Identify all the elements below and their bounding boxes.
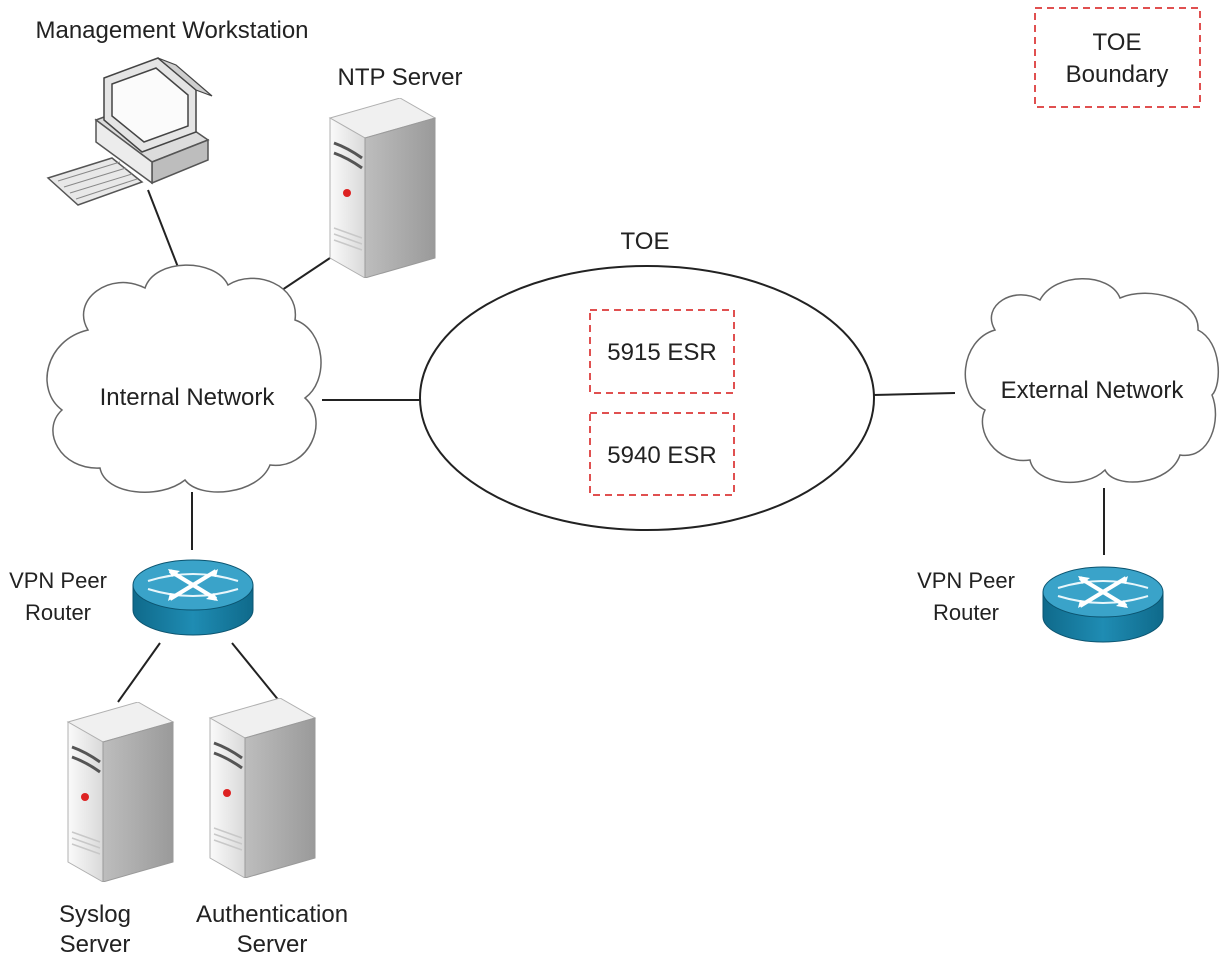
- vpn-left-label-line1: VPN Peer: [9, 568, 107, 593]
- link-vpnleft-syslog: [117, 642, 161, 703]
- legend-boundary-box: [1034, 7, 1201, 108]
- legend-line2: Boundary: [1066, 61, 1169, 88]
- toe-label: TOE: [621, 228, 670, 255]
- esr-5940-boundary: [589, 412, 735, 496]
- syslog-server-icon: [68, 702, 173, 882]
- computer-workstation-icon: [46, 57, 213, 206]
- ntp-server-icon: [330, 98, 435, 278]
- link-toe-external: [872, 392, 956, 396]
- internal-network-cloud-icon: [46, 264, 322, 493]
- vpn-right-label-line1: VPN Peer: [917, 568, 1015, 593]
- external-network-cloud-icon: [964, 278, 1220, 483]
- esr-5940-label: 5940 ESR: [607, 442, 716, 469]
- legend-line1: TOE: [1093, 29, 1142, 56]
- vpn-router-right-icon: [1043, 567, 1163, 642]
- auth-label-line2: Server: [237, 931, 308, 958]
- esr-5915-label: 5915 ESR: [607, 339, 716, 366]
- management-workstation-label: Management Workstation: [35, 17, 308, 44]
- toe-ellipse: [419, 265, 875, 531]
- auth-label-line1: Authentication: [196, 901, 348, 928]
- syslog-label-line2: Server: [60, 931, 131, 958]
- authentication-server-icon: [210, 698, 315, 878]
- syslog-label-line1: Syslog: [59, 901, 131, 928]
- vpn-left-label-line2: Router: [25, 600, 91, 625]
- internal-network-label: Internal Network: [100, 384, 276, 411]
- vpn-right-label-line2: Router: [933, 600, 999, 625]
- link-vpnleft-auth: [231, 642, 281, 703]
- ntp-server-label: NTP Server: [338, 64, 463, 91]
- vpn-router-left-icon: [133, 560, 253, 635]
- external-network-label: External Network: [1001, 377, 1185, 404]
- esr-5915-boundary: [589, 309, 735, 394]
